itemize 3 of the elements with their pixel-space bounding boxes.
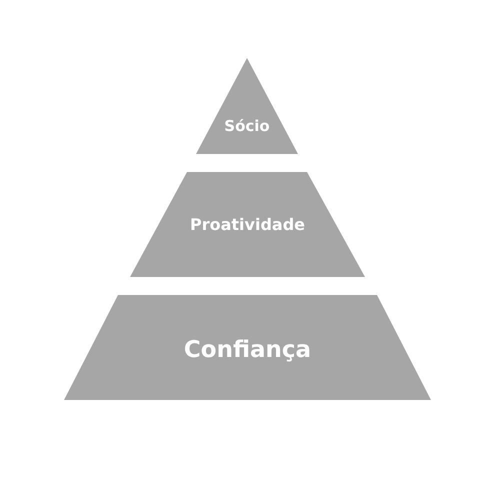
tier-label: Confiança [184, 337, 312, 363]
tier-label: Sócio [224, 117, 270, 135]
tier-label: Proatividade [190, 215, 305, 234]
